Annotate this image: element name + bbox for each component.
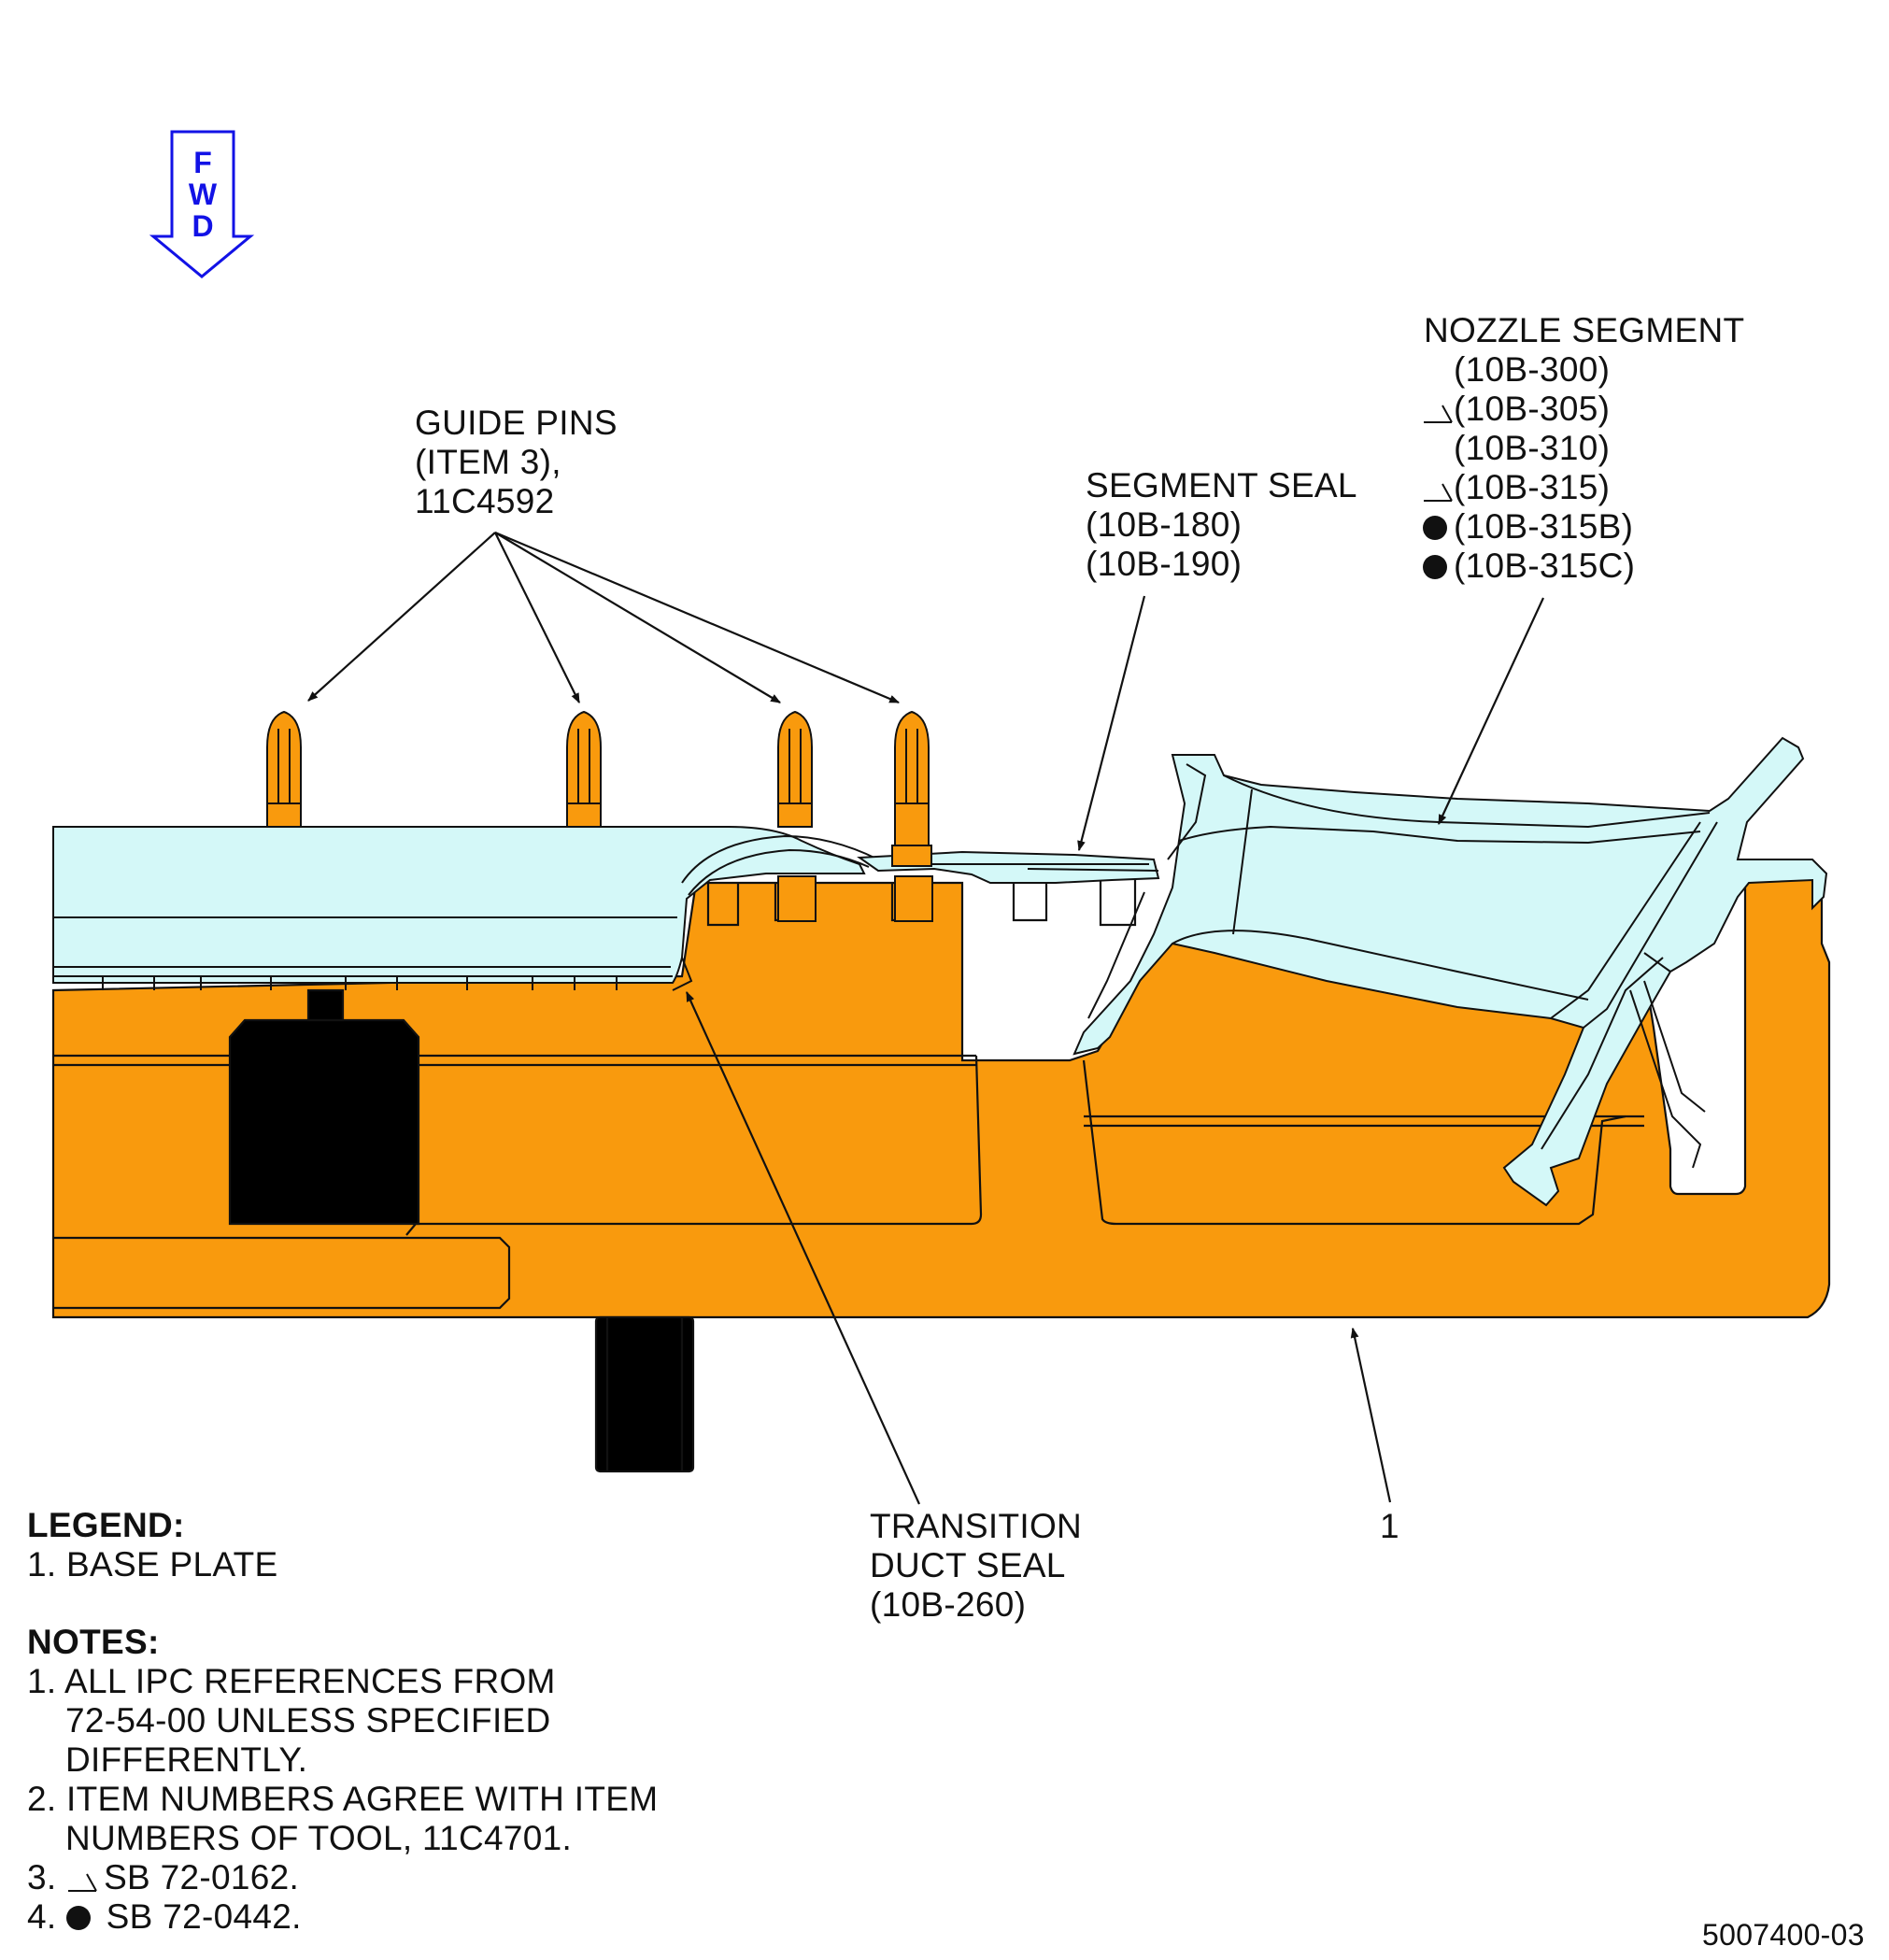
guide-pins-label: GUIDE PINS (ITEM 3), 11C4592	[415, 404, 618, 521]
label-line: DUCT SEAL	[870, 1546, 1066, 1584]
dot-marker-icon	[66, 1906, 92, 1930]
triangle-marker-icon	[1424, 483, 1453, 502]
guide-pin-4	[891, 710, 933, 922]
note-line: 1. ALL IPC REFERENCES FROM	[27, 1662, 556, 1700]
note-line: 4. SB 72-0442.	[27, 1897, 302, 1936]
nozzle-segment-label: NOZZLE SEGMENT	[1424, 311, 1744, 350]
fwd-letter: F	[193, 146, 212, 179]
label-line: NOZZLE SEGMENT	[1424, 311, 1745, 349]
guide-pin-1	[266, 710, 302, 828]
label-line: 11C4592	[415, 482, 555, 520]
label-line: (10B-180)	[1086, 505, 1243, 544]
nozzle-segment-refs: (10B-300) (10B-305) (10B-310) (10B-315) …	[1422, 350, 1635, 586]
note-line: 2. ITEM NUMBERS AGREE WITH ITEM	[27, 1780, 659, 1818]
triangle-marker-icon	[68, 1873, 97, 1892]
ref-line: (10B-315)	[1422, 468, 1635, 507]
ref-line: (10B-305)	[1422, 390, 1635, 429]
guide-pin-3	[777, 710, 813, 828]
fwd-letter: D	[192, 209, 214, 243]
ref-line: (10B-310)	[1454, 429, 1611, 467]
ref-line: (10B-300)	[1454, 350, 1611, 389]
notes: NOTES: 1. ALL IPC REFERENCES FROM 72-54-…	[27, 1623, 658, 1937]
dot-marker-icon	[1423, 555, 1447, 579]
segment-seal-label: SEGMENT SEAL (10B-180) (10B-190)	[1086, 466, 1357, 584]
note-line: 3. SB 72-0162.	[27, 1858, 300, 1896]
legend: LEGEND: 1. BASE PLATE	[27, 1506, 278, 1584]
label-line: SEGMENT SEAL	[1086, 466, 1357, 504]
label-line: (10B-190)	[1086, 545, 1243, 583]
label-line: GUIDE PINS	[415, 404, 618, 442]
notes-heading: NOTES:	[27, 1623, 160, 1661]
fwd-indicator: F W D	[180, 147, 225, 242]
fwd-letter: W	[188, 178, 218, 211]
nozzle-segment	[1072, 736, 1828, 1207]
note-line: DIFFERENTLY.	[65, 1740, 308, 1779]
dot-marker-icon	[1423, 516, 1447, 540]
triangle-marker-icon	[1424, 405, 1453, 423]
label-line: (ITEM 3),	[415, 443, 561, 481]
transition-duct-seal	[52, 826, 879, 991]
seal-tabs	[102, 976, 618, 990]
note-line: 72-54-00 UNLESS SPECIFIED	[65, 1701, 551, 1740]
leader-lines	[307, 531, 1544, 1505]
legend-item: 1. BASE PLATE	[27, 1545, 278, 1584]
note-line: NUMBERS OF TOOL, 11C4701.	[65, 1819, 573, 1857]
guide-pin-2	[566, 710, 817, 922]
guide-pins	[266, 710, 933, 922]
transition-duct-seal-label: TRANSITION DUCT SEAL (10B-260)	[870, 1507, 1082, 1625]
ref-line: (10B-315C)	[1422, 547, 1635, 586]
legend-heading: LEGEND:	[27, 1506, 185, 1544]
ref-line: (10B-315B)	[1422, 507, 1635, 547]
segment-seal	[857, 850, 1160, 884]
label-line: (10B-260)	[870, 1585, 1027, 1624]
label-line: TRANSITION	[870, 1507, 1083, 1545]
base-plate-callout: 1	[1380, 1507, 1399, 1545]
figure-number: 5007400-03	[1702, 1918, 1865, 1952]
fwd-arrow-icon	[149, 130, 255, 278]
